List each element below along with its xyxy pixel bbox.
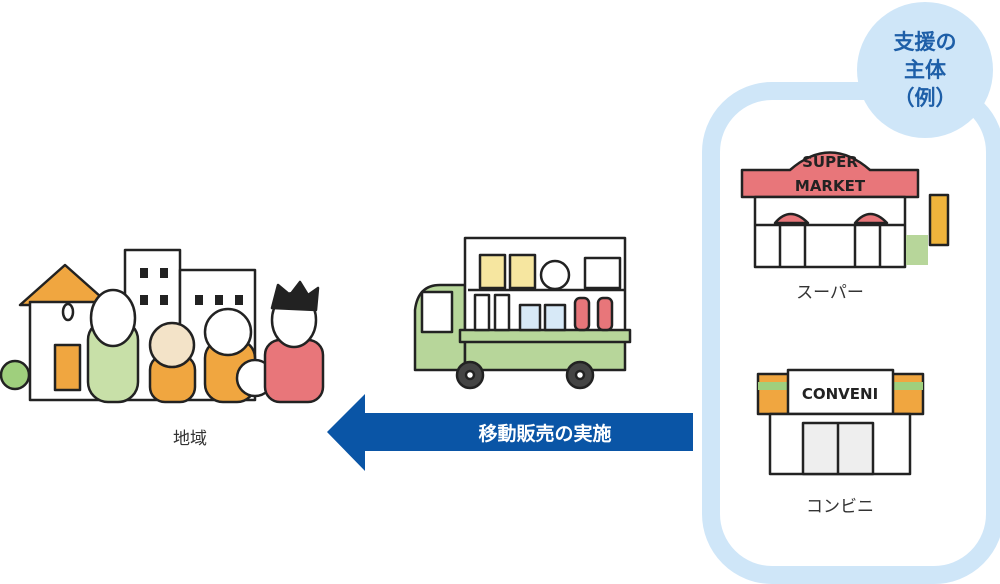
convenience-label: コンビニ	[806, 497, 874, 517]
convenience-sign: CONVENI	[802, 385, 878, 403]
supermarket-label: スーパー	[796, 283, 864, 303]
convenience-store-illustration: CONVENI	[756, 368, 925, 476]
support-entities-badge: 支援の 主体 （例）	[857, 2, 993, 138]
supermarket-sign-line1: SUPER	[802, 153, 858, 171]
community-illustration	[0, 248, 325, 404]
supermarket-illustration: SUPER MARKET	[740, 151, 950, 269]
badge-line-1: 支援の	[893, 30, 957, 54]
arrow-label: 移動販売の実施	[478, 422, 612, 445]
badge-line-3: （例）	[893, 86, 957, 110]
region-label: 地域	[173, 429, 207, 449]
badge-line-2: 主体	[904, 58, 946, 82]
mobile-sales-truck-illustration	[413, 236, 632, 390]
supermarket-sign-line2: MARKET	[795, 177, 866, 195]
